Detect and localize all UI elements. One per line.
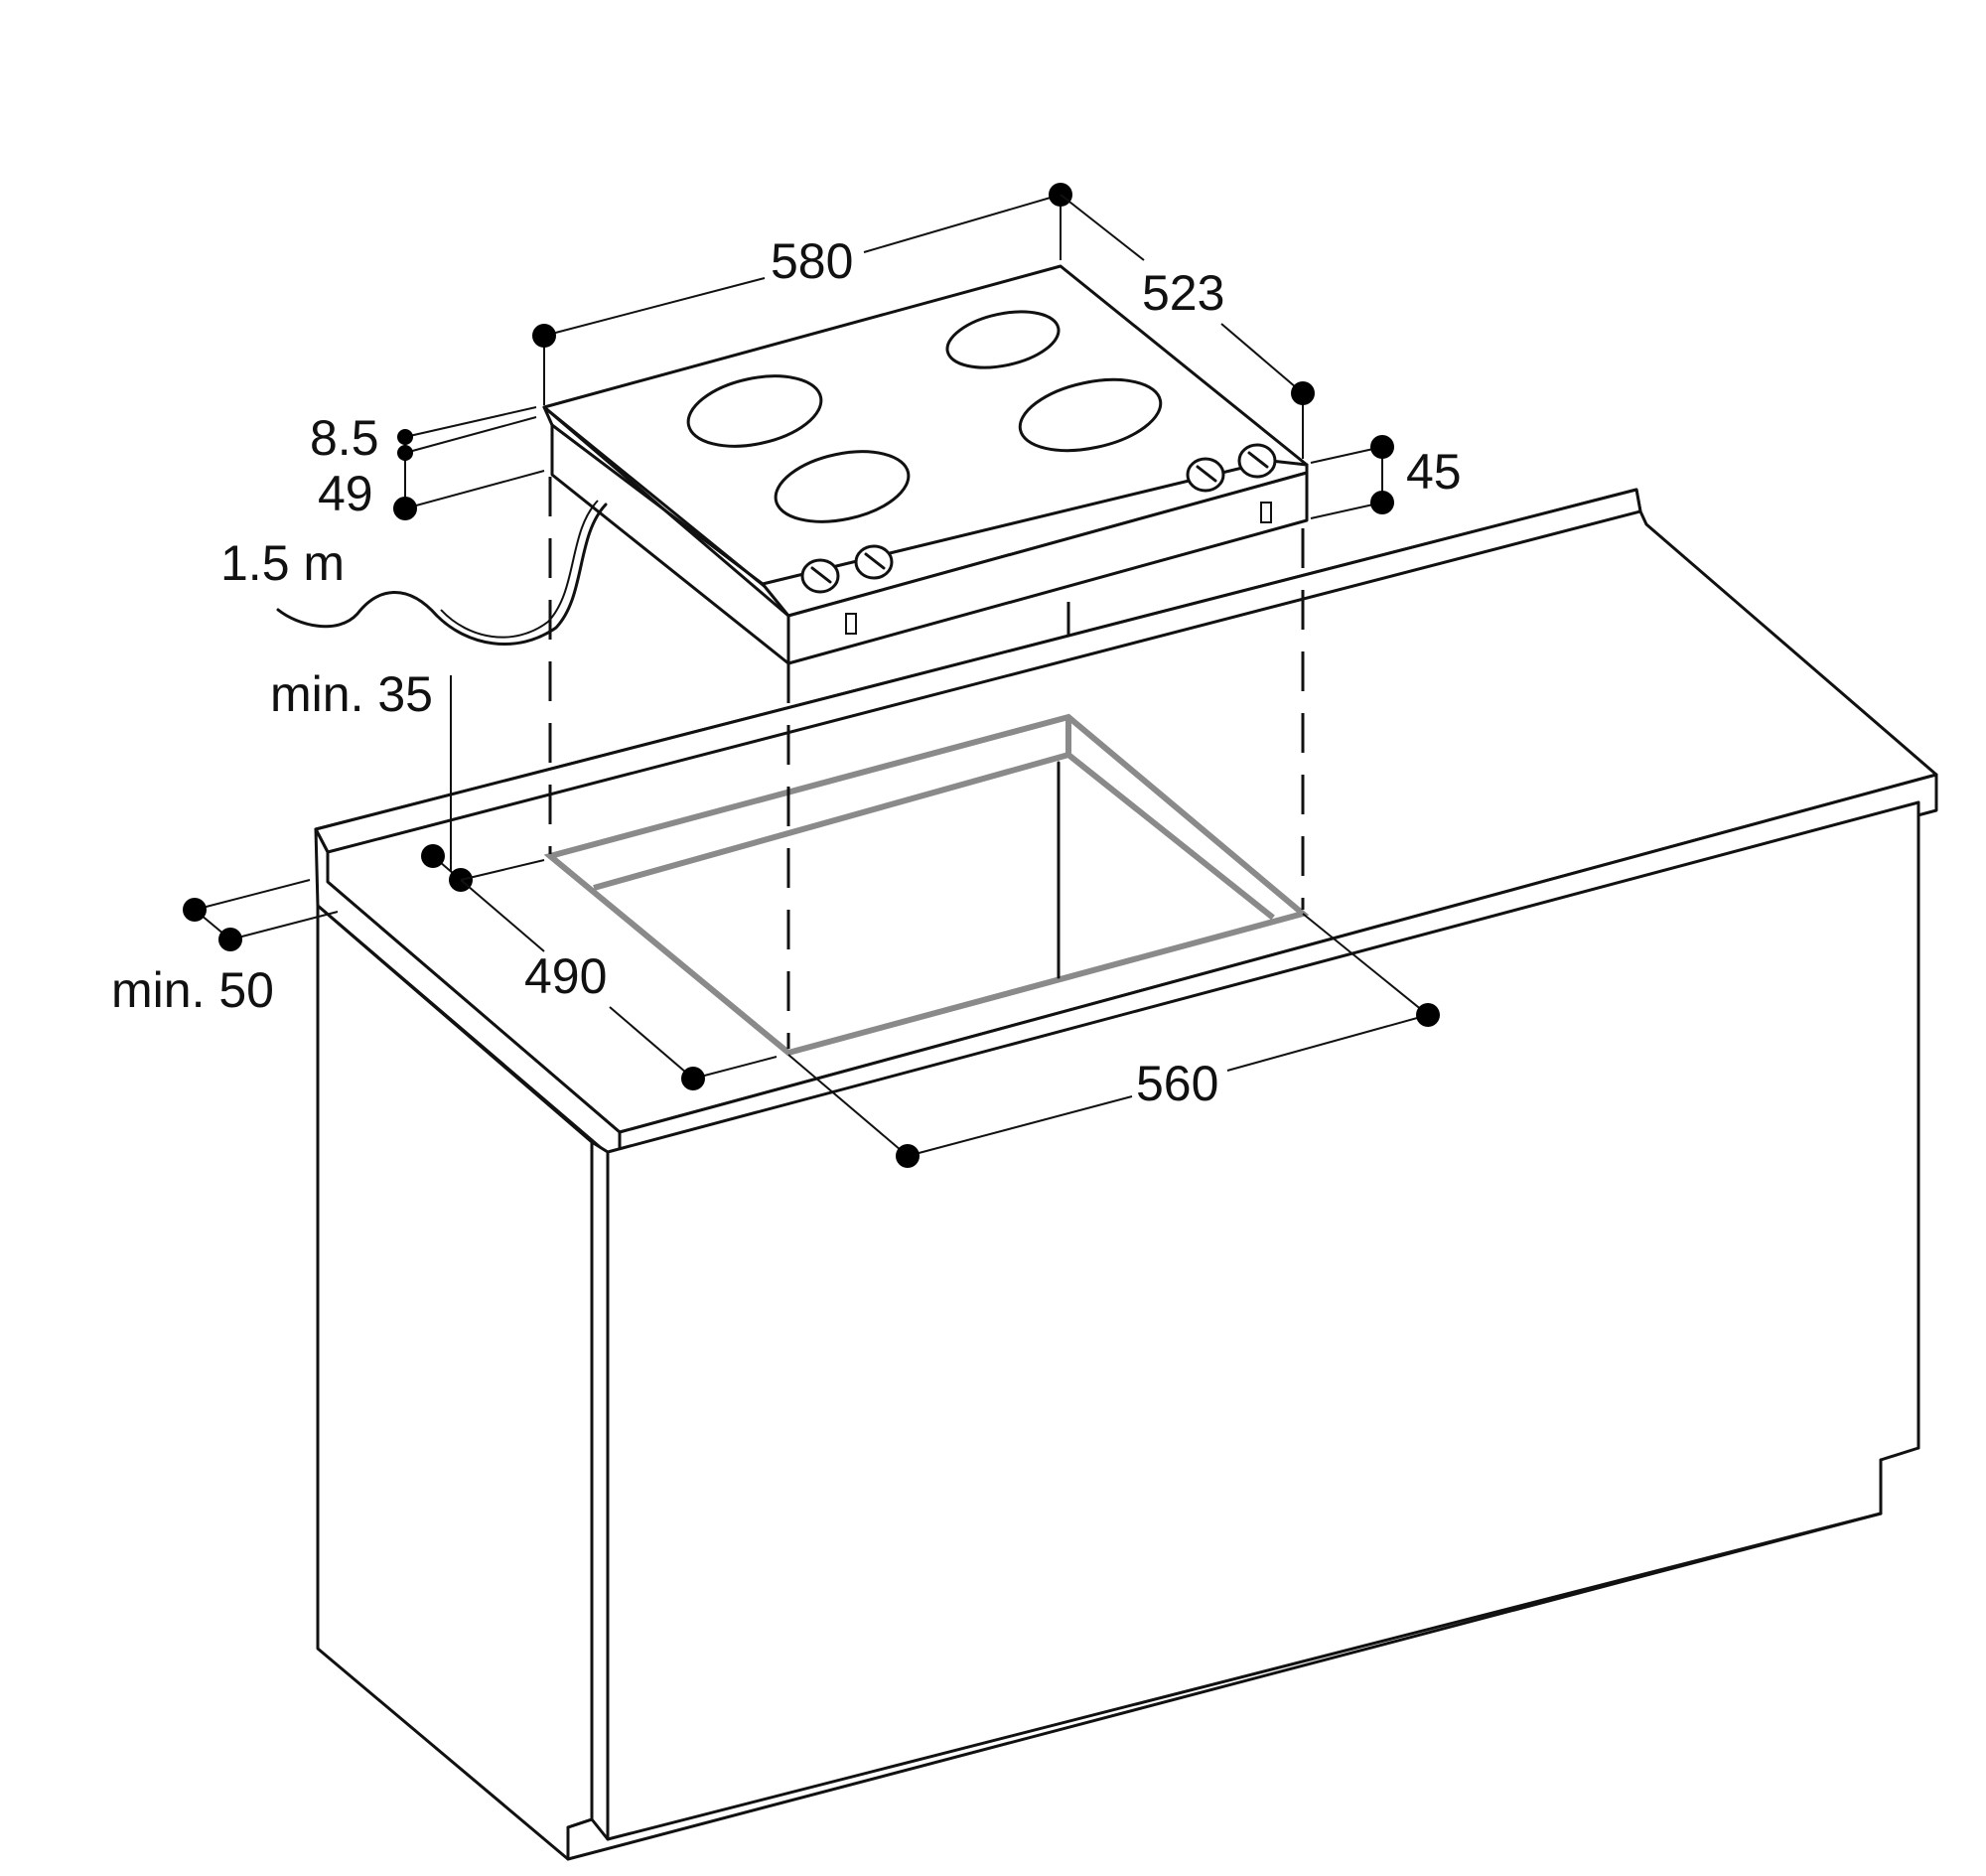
knob-right-1 bbox=[1186, 457, 1225, 493]
cutout-inner-outline bbox=[593, 717, 1275, 921]
cooktop-left-side bbox=[542, 405, 790, 665]
cooking-zone-front-left bbox=[774, 450, 911, 523]
dimension-cutout-width: 560 bbox=[1136, 1056, 1218, 1111]
dimension-cooktop-width: 580 bbox=[771, 233, 853, 289]
knob-front-left-2 bbox=[854, 544, 894, 580]
power-cable bbox=[276, 503, 608, 647]
dimensions: 580 523 8.5 49 45 1.5 m min. 35 bbox=[111, 183, 1462, 1168]
dimension-front-height: 45 bbox=[1406, 444, 1462, 500]
cabinet bbox=[314, 488, 1938, 1861]
dimension-cable-length: 1.5 m bbox=[220, 535, 345, 591]
cooking-zone-front-right bbox=[1018, 377, 1163, 453]
switch-icon bbox=[1260, 502, 1272, 523]
cooktop-front-body bbox=[786, 471, 1309, 665]
cooking-zone-rear-left bbox=[686, 374, 823, 448]
knob-right-2 bbox=[1237, 443, 1277, 479]
cooking-zone-rear-right bbox=[945, 310, 1061, 369]
dimension-glass-thickness: 8.5 bbox=[310, 410, 379, 466]
dimension-cooktop-depth: 523 bbox=[1142, 265, 1224, 321]
dimension-min-rear-distance: min. 35 bbox=[270, 666, 433, 722]
projection-lines bbox=[548, 467, 1305, 1049]
cooktop bbox=[276, 264, 1309, 665]
switch-icon bbox=[845, 613, 857, 635]
cooktop-control-panel bbox=[761, 459, 1309, 618]
dimension-min-front-distance: min. 50 bbox=[111, 962, 274, 1018]
dimension-installation-height: 49 bbox=[318, 466, 373, 521]
dimension-cutout-depth: 490 bbox=[524, 948, 607, 1004]
knob-front-left-1 bbox=[800, 558, 840, 594]
